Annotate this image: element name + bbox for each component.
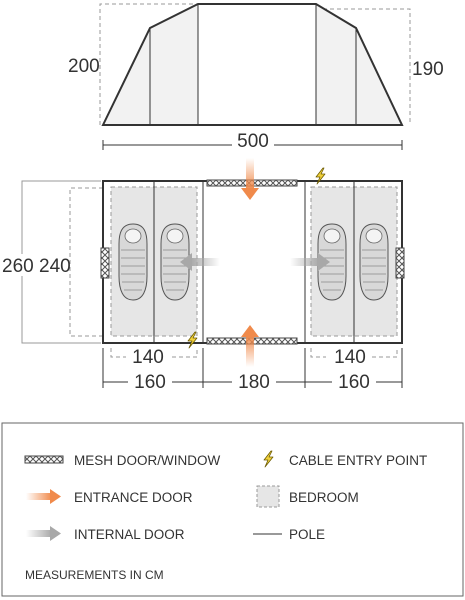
length-dimension: 500 — [102, 131, 403, 153]
left-mesh-window — [100, 247, 110, 279]
legend-entrance-label: ENTRANCE DOOR — [74, 490, 193, 505]
legend-box — [1, 422, 464, 597]
bedroom-width-guide — [69, 187, 110, 337]
mesh-icon — [24, 455, 64, 464]
rear-canopy — [316, 4, 402, 125]
front-height-label: 200 — [68, 56, 100, 77]
right-mesh-window — [395, 247, 405, 279]
total-length-label: 500 — [237, 131, 269, 152]
right-section-label: 160 — [338, 372, 370, 393]
side-elevation: 200 190 — [68, 3, 444, 126]
measurements-footnote: MEASUREMENTS IN CM — [25, 568, 164, 582]
left-bedroom-inner-label: 140 — [132, 347, 164, 368]
legend: MESH DOOR/WINDOW CABLE ENTRY POINT ENTRA… — [1, 422, 464, 597]
rear-height-label: 190 — [412, 59, 444, 80]
legend-pole-label: POLE — [289, 527, 325, 542]
bedroom-icon — [256, 485, 280, 508]
bottom-dimensions: 140 140 160 180 160 — [102, 346, 403, 393]
legend-bedroom-label: BEDROOM — [289, 490, 359, 505]
bedroom-width-label: 240 — [39, 256, 71, 277]
legend-cable-label: CABLE ENTRY POINT — [289, 453, 427, 468]
legend-mesh-label: MESH DOOR/WINDOW — [74, 453, 220, 468]
entrance-arrow-top — [241, 158, 259, 200]
left-section-label: 160 — [134, 372, 166, 393]
internal-arrow-icon — [26, 526, 61, 541]
entrance-arrow-bottom — [241, 325, 259, 367]
total-width-label: 260 — [2, 256, 34, 277]
sleeping-bag-icon — [118, 223, 148, 301]
entrance-arrow-icon — [26, 489, 61, 504]
legend-internal-label: INTERNAL DOOR — [74, 527, 185, 542]
front-height-guide — [99, 3, 198, 125]
sleeping-bag-icon — [359, 223, 389, 301]
rear-height-guide — [316, 8, 411, 125]
floor-plan: 260 240 — [2, 158, 405, 367]
right-bedroom-inner-label: 140 — [334, 347, 366, 368]
internal-arrow-left — [180, 253, 220, 271]
internal-arrow-right — [290, 253, 330, 271]
middle-section-label: 180 — [238, 372, 270, 393]
